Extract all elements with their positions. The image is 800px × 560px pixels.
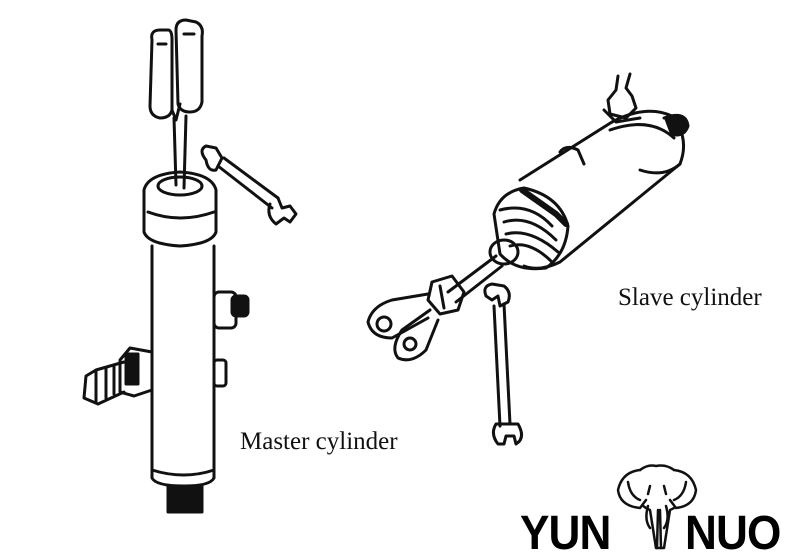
master-body bbox=[150, 244, 216, 488]
master-bottom-fitting bbox=[166, 484, 204, 514]
master-top-cap bbox=[142, 170, 218, 248]
slave-cylinder-label: Slave cylinder bbox=[618, 284, 762, 311]
slave-collar bbox=[488, 186, 570, 271]
master-clevis bbox=[148, 18, 204, 122]
master-cylinder-label: Master cylinder bbox=[240, 428, 398, 455]
master-right-port bbox=[212, 290, 250, 388]
elephant-icon bbox=[616, 464, 698, 550]
slave-clevis bbox=[366, 292, 440, 362]
master-hose-fitting bbox=[82, 346, 154, 406]
slave-cylinder-drawing bbox=[366, 72, 690, 446]
master-cylinder-drawing bbox=[82, 18, 298, 514]
brand-logo-right: NUO bbox=[685, 507, 781, 560]
slave-bleeder bbox=[602, 72, 642, 124]
slave-wrench bbox=[483, 282, 523, 446]
master-wrench bbox=[200, 144, 298, 226]
slave-end-cap bbox=[610, 109, 690, 175]
slave-locknut bbox=[426, 274, 466, 316]
brand-logo-left: YUN bbox=[520, 507, 611, 560]
